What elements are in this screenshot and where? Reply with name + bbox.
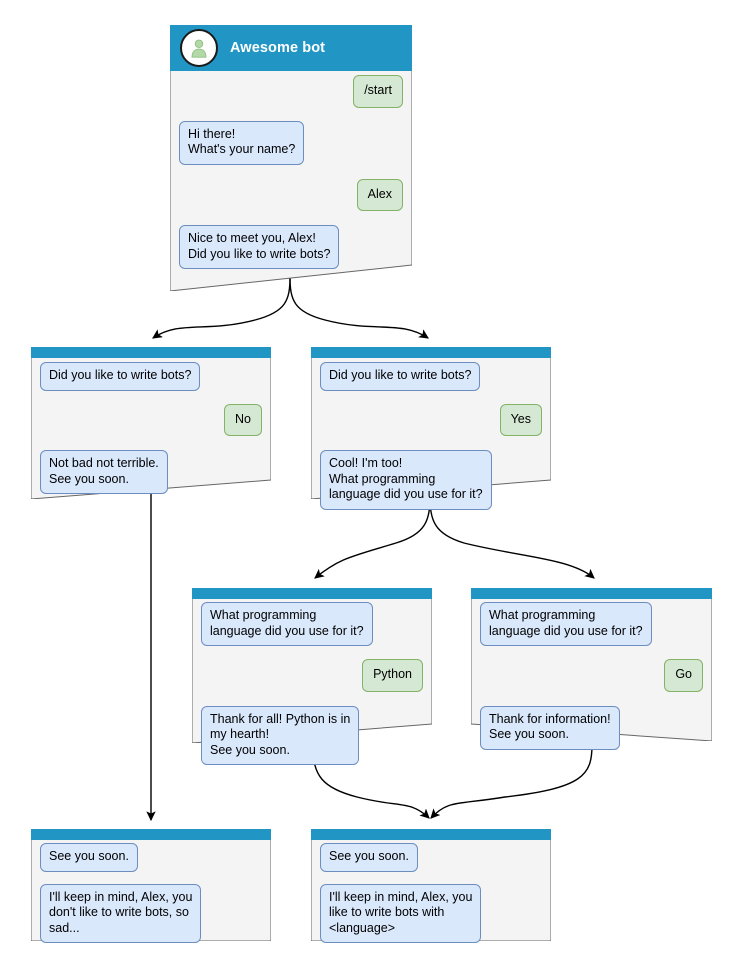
user-message-bubble: Alex — [356, 178, 403, 211]
bot-message-bubble: I'll keep in mind, Alex, you like to wri… — [320, 883, 482, 943]
message-row: Did you like to write bots? — [320, 362, 542, 391]
user-message-bubble: Yes — [499, 403, 542, 436]
card-start-title: Awesome bot — [230, 40, 326, 56]
user-message-bubble: Go — [664, 659, 703, 692]
message-row: Thank for all! Python is in my hearth! S… — [201, 705, 423, 765]
card-answer-no[interactable]: Did you like to write bots? No Not bad n… — [31, 347, 271, 499]
message-row: Nice to meet you, Alex! Did you like to … — [179, 225, 403, 269]
bot-message-bubble: Thank for all! Python is in my hearth! S… — [201, 705, 360, 765]
bot-message-bubble: Not bad not terrible. See you soon. — [40, 450, 168, 494]
bot-message-bubble: Cool! I'm too! What programming language… — [320, 450, 492, 510]
card-answer-python-header — [192, 588, 432, 599]
card-answer-no-header — [31, 347, 271, 358]
card-end-sad-messages: See you soon. I'll keep in mind, Alex, y… — [31, 843, 271, 943]
bot-message-bubble: See you soon. — [320, 843, 418, 872]
card-answer-python[interactable]: What programming language did you use fo… — [192, 588, 432, 765]
message-row: Alex — [179, 178, 403, 211]
card-answer-go-messages: What programming language did you use fo… — [471, 602, 712, 750]
message-row: Did you like to write bots? — [40, 362, 262, 391]
card-answer-yes-header — [311, 347, 551, 358]
message-row: Go — [480, 659, 703, 692]
bot-message-bubble: Nice to meet you, Alex! Did you like to … — [179, 225, 340, 269]
user-message-bubble: /start — [353, 75, 403, 108]
card-answer-yes-messages: Did you like to write bots? Yes Cool! I'… — [311, 362, 551, 510]
message-row: /start — [179, 75, 403, 108]
bot-message-bubble: I'll keep in mind, Alex, you don't like … — [40, 883, 202, 943]
card-end-happy[interactable]: See you soon. I'll keep in mind, Alex, y… — [311, 829, 551, 943]
message-row: Yes — [320, 403, 542, 436]
message-row: Not bad not terrible. See you soon. — [40, 450, 262, 494]
person-avatar-icon — [180, 29, 218, 67]
connector-go-to-end-happy — [430, 744, 593, 819]
message-row: No — [40, 403, 262, 436]
message-row: Cool! I'm too! What programming language… — [320, 450, 542, 510]
card-end-happy-messages: See you soon. I'll keep in mind, Alex, y… — [311, 843, 551, 943]
message-row: Python — [201, 659, 423, 692]
card-answer-go[interactable]: What programming language did you use fo… — [471, 588, 712, 750]
message-row: See you soon. — [40, 843, 262, 872]
bot-message-bubble: See you soon. — [40, 843, 138, 872]
bot-message-bubble: Hi there! What's your name? — [179, 120, 305, 165]
message-row: I'll keep in mind, Alex, you don't like … — [40, 883, 262, 943]
card-start-messages: /start Hi there! What's your name? Alex … — [170, 75, 412, 269]
card-end-sad-header — [31, 829, 271, 840]
card-start[interactable]: Awesome bot /start Hi there! What's your… — [170, 25, 412, 291]
card-answer-python-messages: What programming language did you use fo… — [192, 602, 432, 765]
user-message-bubble: No — [224, 403, 262, 436]
card-answer-no-messages: Did you like to write bots? No Not bad n… — [31, 362, 271, 494]
message-row: What programming language did you use fo… — [201, 602, 423, 646]
card-end-sad[interactable]: See you soon. I'll keep in mind, Alex, y… — [31, 829, 271, 943]
card-end-happy-header — [311, 829, 551, 840]
card-answer-go-header — [471, 588, 712, 599]
message-row: What programming language did you use fo… — [480, 602, 703, 646]
message-row: Hi there! What's your name? — [179, 120, 403, 165]
bot-message-bubble: Thank for information! See you soon. — [480, 705, 620, 750]
bot-message-bubble: What programming language did you use fo… — [201, 602, 373, 646]
bot-message-bubble: Did you like to write bots? — [320, 362, 481, 391]
message-row: Thank for information! See you soon. — [480, 705, 703, 750]
user-message-bubble: Python — [362, 659, 423, 692]
bot-message-bubble: Did you like to write bots? — [40, 362, 201, 391]
bot-message-bubble: What programming language did you use fo… — [480, 602, 652, 646]
message-row: I'll keep in mind, Alex, you like to wri… — [320, 883, 542, 943]
message-row: See you soon. — [320, 843, 542, 872]
card-answer-yes[interactable]: Did you like to write bots? Yes Cool! I'… — [311, 347, 551, 510]
card-start-header: Awesome bot — [170, 25, 412, 71]
